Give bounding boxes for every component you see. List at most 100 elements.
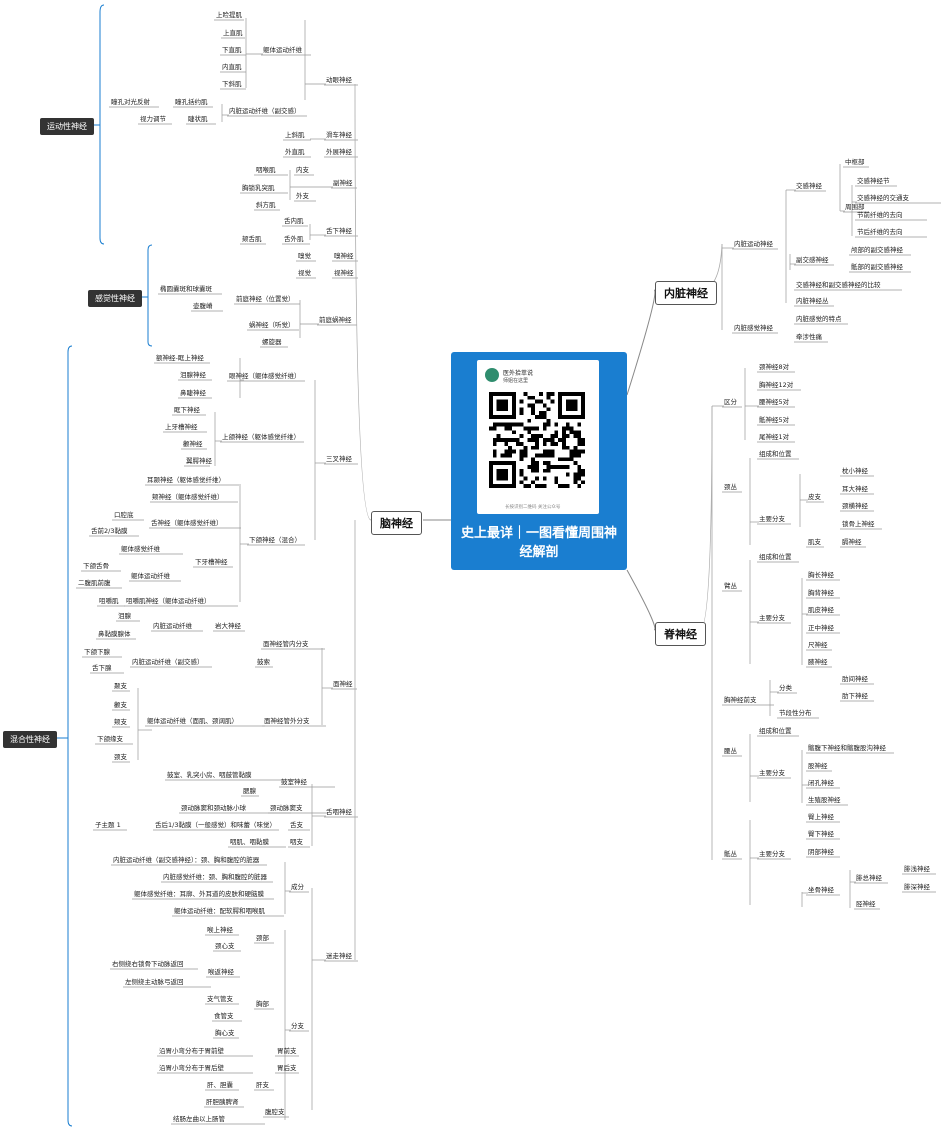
node-18[interactable]: 胸锁乳突肌 — [242, 184, 275, 192]
node-146[interactable]: 胸长神经 — [808, 571, 834, 579]
node-171[interactable]: 腓总神经 — [856, 874, 882, 882]
node-165[interactable]: 腰丛 — [724, 747, 737, 755]
node-28[interactable]: 视觉 — [298, 269, 311, 277]
node-154[interactable]: 肋间神经 — [842, 675, 868, 683]
node-141[interactable]: 肌支 — [808, 538, 821, 546]
node-24[interactable]: 颏舌肌 — [242, 235, 262, 243]
node-83[interactable]: 舌支 — [290, 821, 303, 829]
node-3[interactable]: 内直肌 — [222, 63, 242, 71]
node-43[interactable]: 翼腭神经 — [186, 457, 212, 465]
node-113[interactable]: 中枢部 — [845, 158, 865, 166]
node-105[interactable]: 胃后支 — [277, 1064, 297, 1072]
node-62[interactable]: 岩大神经 — [215, 622, 241, 630]
node-63[interactable]: 面神经管内分支 — [263, 640, 309, 648]
node-71[interactable]: 颊支 — [114, 718, 127, 726]
node-107[interactable]: 肝支 — [256, 1081, 269, 1089]
node-129[interactable]: 颈神经8对 — [759, 363, 790, 371]
node-116[interactable]: 节前纤维的去向 — [857, 211, 903, 219]
node-72[interactable]: 下颌缘支 — [97, 735, 123, 743]
node-85[interactable]: 咽支 — [290, 838, 303, 846]
group-sensory[interactable]: 感觉性神经 — [88, 290, 142, 307]
node-53[interactable]: 下颌舌骨 — [83, 562, 109, 570]
node-67[interactable]: 舌下腺 — [92, 664, 112, 672]
node-61[interactable]: 内脏运动纤维 — [153, 622, 192, 630]
node-77[interactable]: 鼓室神经 — [281, 778, 307, 786]
node-47[interactable]: 颊神经（躯体感觉纤维） — [152, 493, 224, 501]
node-133[interactable]: 尾神经1对 — [759, 433, 790, 441]
node-152[interactable]: 主要分支 — [759, 614, 785, 622]
node-117[interactable]: 节后纤维的去向 — [857, 228, 903, 236]
node-150[interactable]: 尺神经 — [808, 641, 828, 649]
node-78[interactable]: 腮腺 — [243, 787, 256, 795]
node-169[interactable]: 腓浅神经 — [904, 865, 930, 873]
node-81[interactable]: 舌后1/3黏膜（一般感觉）和味蕾（味觉） — [155, 821, 276, 829]
node-84[interactable]: 咽肌、咽黏膜 — [230, 838, 269, 846]
node-58[interactable]: 咀嚼肌神经（躯体运动纤维） — [126, 597, 211, 605]
node-38[interactable]: 鼻睫神经 — [180, 389, 206, 397]
node-68[interactable]: 面神经 — [333, 680, 353, 688]
node-60[interactable]: 鼻黏膜腺体 — [98, 630, 131, 638]
node-151[interactable]: 腋神经 — [808, 658, 828, 666]
node-140[interactable]: 皮支 — [808, 493, 821, 501]
node-142[interactable]: 膈神经 — [842, 538, 862, 546]
node-66[interactable]: 鼓索 — [257, 658, 270, 666]
node-12[interactable]: 上斜肌 — [285, 131, 305, 139]
node-1[interactable]: 上直肌 — [223, 29, 243, 37]
node-164[interactable]: 主要分支 — [759, 769, 785, 777]
node-111[interactable]: 分支 — [291, 1022, 304, 1030]
node-26[interactable]: 嗅觉 — [298, 252, 311, 260]
node-158[interactable]: 胸神经前支 — [724, 696, 757, 704]
node-135[interactable]: 组成和位置 — [759, 450, 792, 458]
node-106[interactable]: 肝、胆囊 — [207, 1081, 233, 1089]
node-173[interactable]: 坐骨神经 — [808, 886, 834, 894]
node-75[interactable]: 面神经管外分支 — [264, 717, 310, 725]
node-172[interactable]: 胫神经 — [856, 900, 876, 908]
node-160[interactable]: 髂腹下神经和髂腹股沟神经 — [808, 744, 886, 752]
node-99[interactable]: 食管支 — [214, 1012, 234, 1020]
node-49[interactable]: 舌前2/3黏膜 — [91, 527, 128, 535]
node-6[interactable]: 动眼神经 — [326, 76, 352, 84]
node-125[interactable]: 内脏运动神经 — [734, 240, 773, 248]
node-168[interactable]: 阴部神经 — [808, 848, 834, 856]
node-11[interactable]: 内脏运动纤维（副交感） — [229, 107, 301, 115]
node-122[interactable]: 副交感神经 — [796, 256, 829, 264]
node-89[interactable]: 躯体感觉纤维：耳廓、外耳道的皮肤和硬脑膜 — [134, 890, 264, 898]
node-102[interactable]: 沿胃小弯分布于胃前壁 — [159, 1047, 224, 1055]
node-134[interactable]: 区分 — [724, 398, 737, 406]
node-39[interactable]: 眼神经（躯体感觉纤维） — [229, 372, 301, 380]
node-100[interactable]: 胸心支 — [215, 1029, 235, 1037]
node-34[interactable]: 螺旋器 — [262, 338, 282, 346]
node-161[interactable]: 股神经 — [808, 762, 828, 770]
group-mixed[interactable]: 混合性神经 — [3, 731, 57, 748]
node-15[interactable]: 外展神经 — [326, 148, 352, 156]
node-57[interactable]: 咀嚼肌 — [99, 597, 119, 605]
node-92[interactable]: 喉上神经 — [207, 926, 233, 934]
node-110[interactable]: 腹腔支 — [265, 1108, 285, 1116]
node-32[interactable]: 前庭神经（位置觉） — [236, 295, 295, 303]
node-86[interactable]: 舌咽神经 — [326, 808, 352, 816]
node-25[interactable]: 舌外肌 — [284, 235, 304, 243]
node-17[interactable]: 内支 — [296, 166, 309, 174]
node-148[interactable]: 肌皮神经 — [808, 606, 834, 614]
node-65[interactable]: 内脏运动纤维（副交感） — [132, 658, 204, 666]
node-109[interactable]: 结肠左曲以上肠管 — [173, 1115, 225, 1123]
node-88[interactable]: 内脏感觉纤维：颈、胸和腹腔的脏器 — [163, 873, 267, 881]
node-156[interactable]: 分类 — [779, 684, 792, 692]
node-175[interactable]: 骶丛 — [724, 850, 737, 858]
node-174[interactable]: 主要分支 — [759, 850, 785, 858]
node-103[interactable]: 胃前支 — [277, 1047, 297, 1055]
node-5[interactable]: 躯体运动纤维 — [263, 46, 302, 54]
node-108[interactable]: 肝胆胰脾肾 — [206, 1098, 239, 1106]
node-48[interactable]: 口腔底 — [114, 511, 134, 519]
node-8[interactable]: 瞳孔括约肌 — [175, 98, 208, 106]
node-104[interactable]: 沿胃小弯分布于胃后壁 — [159, 1064, 224, 1072]
node-114[interactable]: 交感神经节 — [857, 177, 890, 185]
node-36[interactable]: 额神经-眶上神经 — [156, 354, 204, 362]
node-131[interactable]: 腰神经5对 — [759, 398, 790, 406]
node-46[interactable]: 耳颞神经（躯体感觉纤维） — [147, 476, 225, 484]
node-2[interactable]: 下直肌 — [222, 46, 242, 54]
node-56[interactable]: 下颌神经（混合） — [249, 536, 301, 544]
main-spinal[interactable]: 脊神经 — [655, 622, 706, 646]
node-91[interactable]: 成分 — [291, 883, 304, 891]
node-147[interactable]: 胸背神经 — [808, 589, 834, 597]
